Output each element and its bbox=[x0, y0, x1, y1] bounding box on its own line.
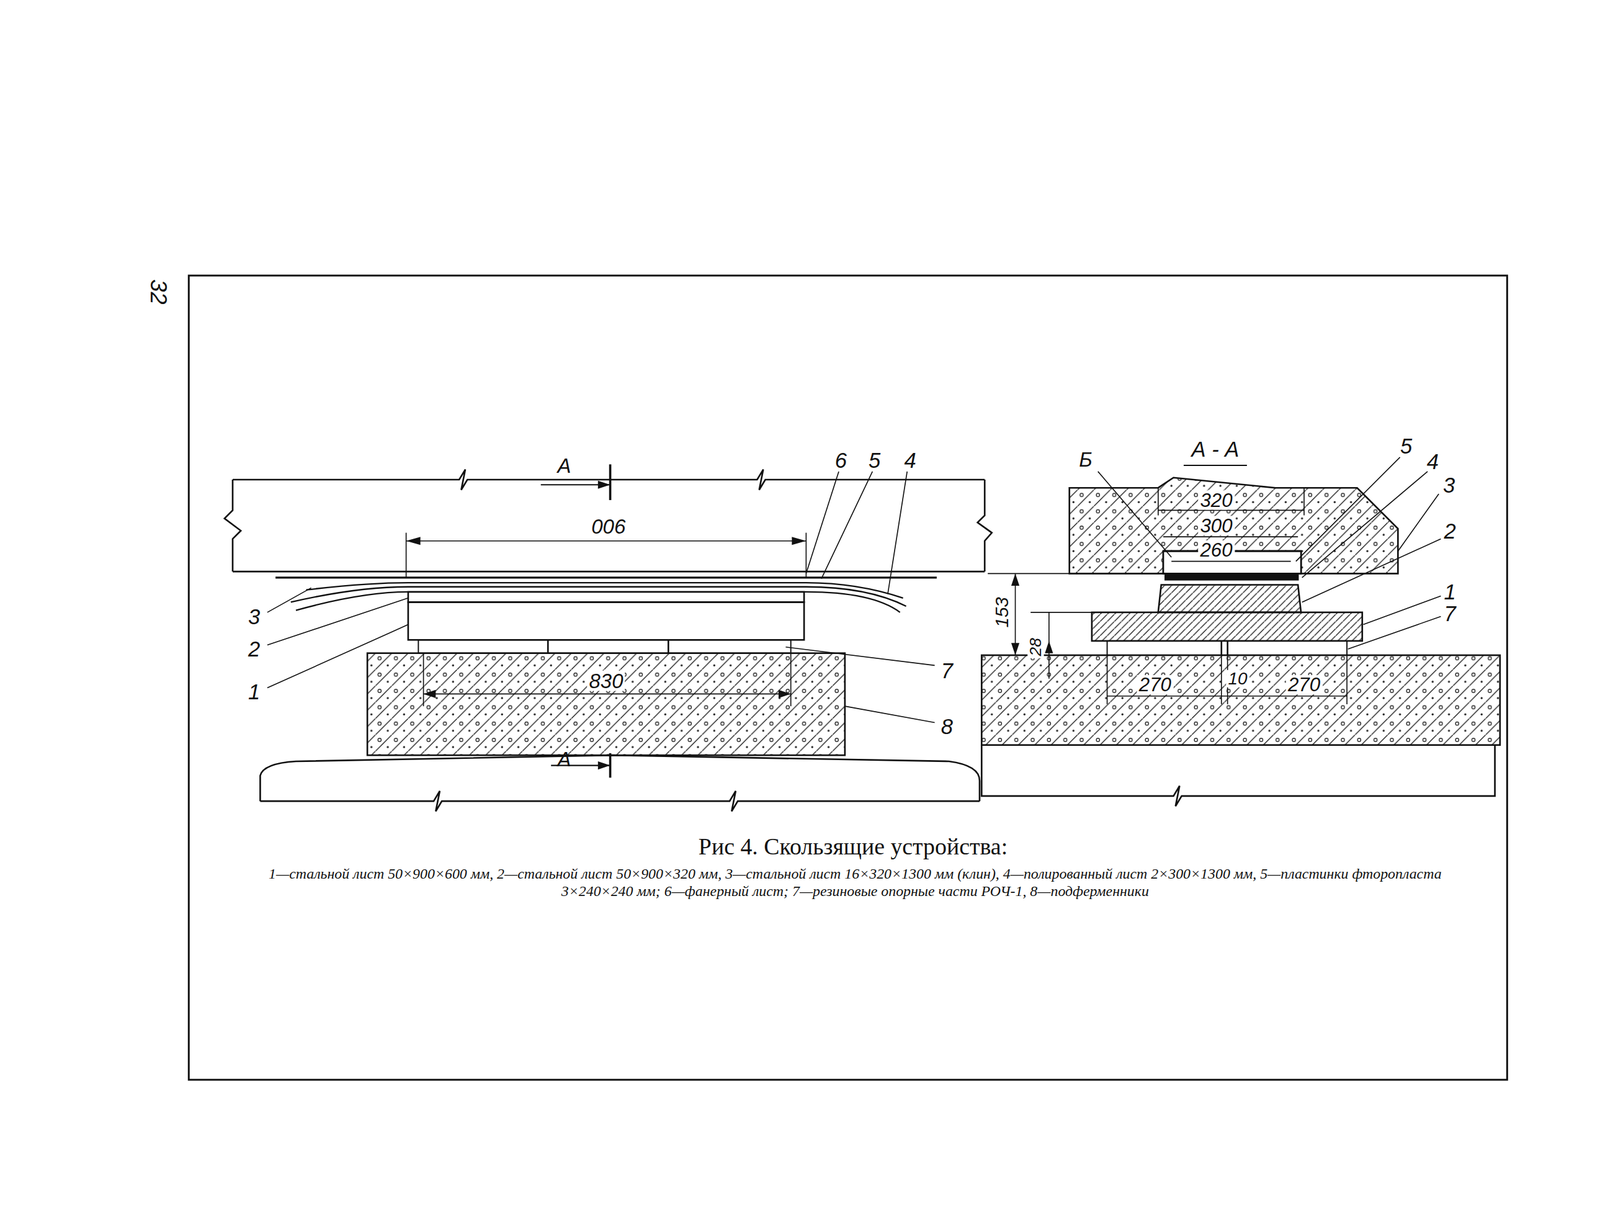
section-title: А - А bbox=[1191, 437, 1240, 460]
callout-number: 1 bbox=[248, 681, 260, 703]
callout-number: 3 bbox=[1443, 473, 1455, 496]
callout-number: 2 bbox=[248, 638, 260, 661]
section-mark: А bbox=[557, 748, 572, 770]
callout-number: 2 bbox=[1444, 519, 1457, 542]
callout-number: 5 bbox=[1400, 434, 1413, 457]
dimension: 830 bbox=[586, 670, 625, 692]
dimension: 153 bbox=[992, 594, 1012, 630]
page-number: 32 bbox=[147, 279, 170, 304]
dimension: 270 bbox=[1137, 674, 1174, 695]
callout-number: 4 bbox=[904, 449, 917, 472]
callout-number: 7 bbox=[941, 659, 953, 682]
callout-number: 8 bbox=[941, 715, 953, 738]
dimension: 320 bbox=[1197, 490, 1235, 510]
dimension: 10 bbox=[1225, 670, 1250, 688]
callout-number: 4 bbox=[1426, 450, 1439, 473]
dimension: 260 bbox=[1197, 540, 1235, 560]
parts-description: 1—стальной лист 50×900×600 мм, 2—стально… bbox=[253, 865, 1458, 901]
callout-number: 1 bbox=[1444, 581, 1457, 604]
callout-number: 5 bbox=[868, 449, 881, 472]
dimension: 270 bbox=[1286, 674, 1323, 695]
callout-number: Б bbox=[1078, 449, 1092, 470]
figure-caption: Рис 4. Скользящие устройства: bbox=[444, 832, 1262, 862]
dimension: 300 bbox=[1197, 515, 1235, 535]
section-mark: А bbox=[557, 455, 572, 476]
dimension: 900 bbox=[589, 516, 628, 537]
callout-number: 7 bbox=[1444, 602, 1457, 625]
dimension: 28 bbox=[1027, 635, 1044, 659]
callout-number: 3 bbox=[248, 605, 260, 628]
callout-number: 6 bbox=[835, 449, 847, 472]
